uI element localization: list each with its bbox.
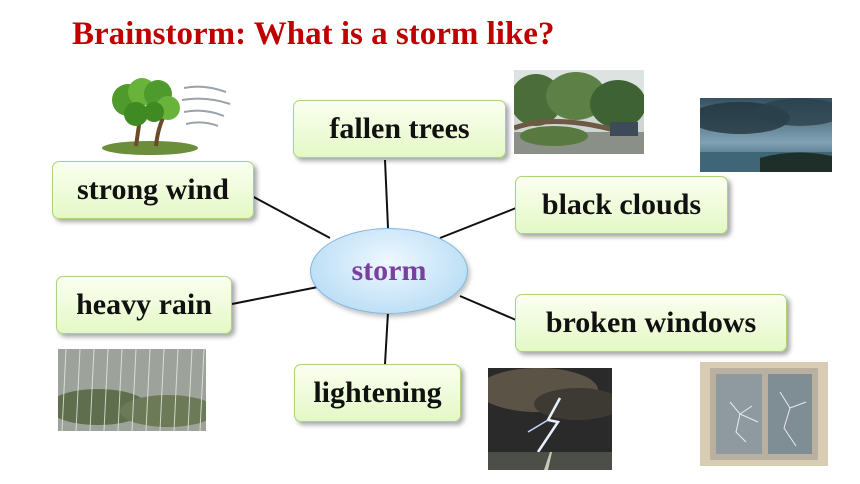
center-node-storm: storm [310,228,468,314]
connector-broken-windows [459,295,517,321]
broken-window-picture [700,362,828,466]
node-lightening: lightening [294,364,461,422]
connector-fallen-trees [384,159,389,229]
node-black-clouds: black clouds [515,176,728,234]
node-heavy-rain: heavy rain [56,276,232,334]
fallen-trees-picture [514,70,644,154]
dark-clouds-picture [700,98,832,172]
slide-title: Brainstorm: What is a storm like? [72,16,555,52]
heavy-rain-picture [58,349,206,431]
connector-heavy-rain [231,286,319,305]
connector-lightening [384,311,389,365]
connector-black-clouds [439,207,517,239]
wind-trees-picture [96,74,232,158]
node-fallen-trees: fallen trees [293,100,506,158]
node-broken-windows: broken windows [515,294,787,352]
lightning-picture [488,368,612,470]
connector-strong-wind [251,195,331,239]
node-strong-wind: strong wind [52,161,254,219]
